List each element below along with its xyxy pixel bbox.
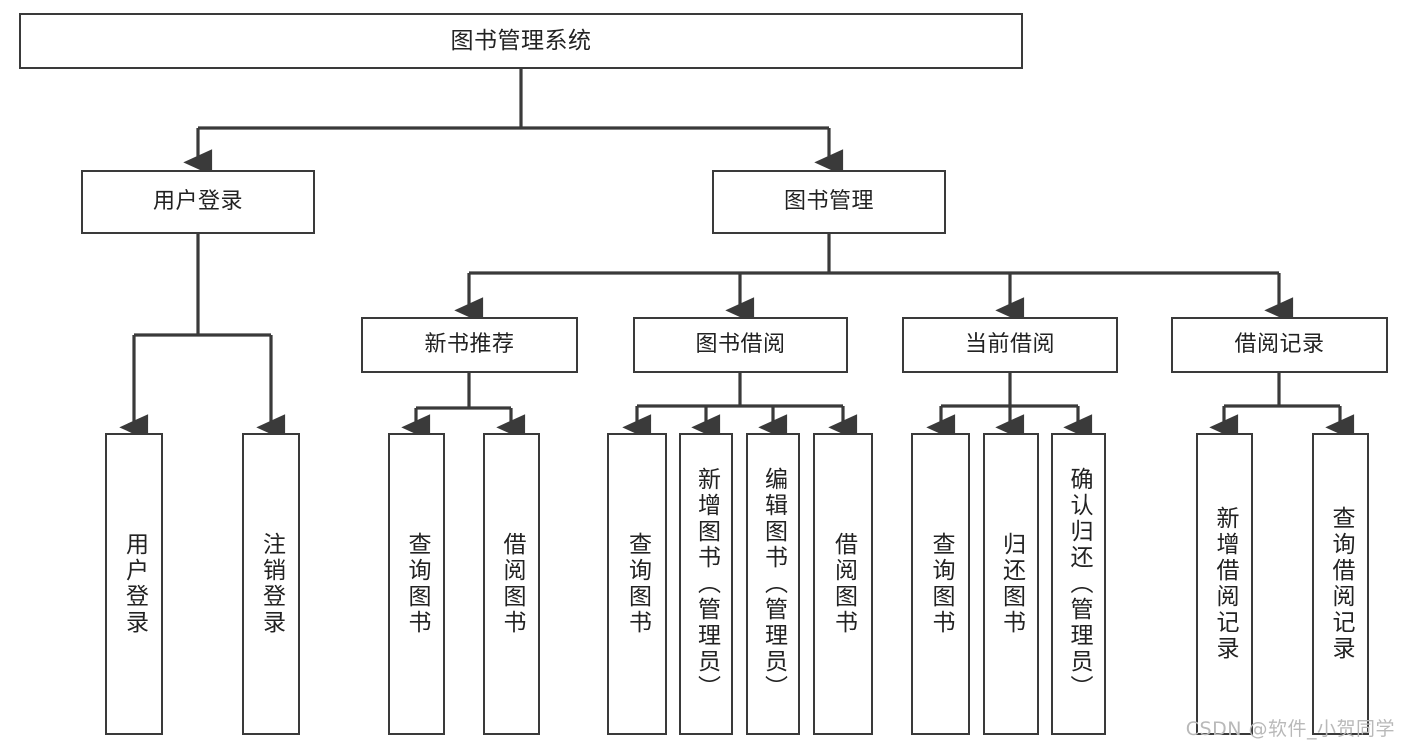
node-leaf-rec-query-label: 查询图书 bbox=[404, 532, 430, 636]
node-leaf-user-logout-label: 注销登录 bbox=[258, 532, 285, 636]
node-user-login-label: 用户登录 bbox=[152, 189, 243, 215]
node-leaf-record-add[interactable]: 新增借阅记录 bbox=[1196, 433, 1253, 735]
node-leaf-cur-return-label: 归还图书 bbox=[998, 532, 1025, 636]
node-leaf-cur-query-label: 查询图书 bbox=[928, 532, 954, 636]
node-leaf-cur-confirm[interactable]: 确认归还（管理员） bbox=[1051, 433, 1106, 735]
node-leaf-cur-confirm-label: 确认归还（管理员） bbox=[1066, 467, 1092, 701]
node-leaf-user-logout[interactable]: 注销登录 bbox=[242, 433, 300, 735]
node-current-borrow[interactable]: 当前借阅 bbox=[902, 317, 1118, 373]
node-leaf-borrow-add[interactable]: 新增图书（管理员） bbox=[679, 433, 733, 735]
node-leaf-borrow-do-label: 借阅图书 bbox=[830, 532, 857, 636]
node-book-borrow-label: 图书借阅 bbox=[695, 332, 786, 358]
node-root-label: 图书管理系统 bbox=[450, 27, 592, 54]
node-leaf-user-login[interactable]: 用户登录 bbox=[105, 433, 163, 735]
node-leaf-cur-return[interactable]: 归还图书 bbox=[983, 433, 1039, 735]
node-book-manage-label: 图书管理 bbox=[783, 189, 874, 215]
node-leaf-record-search-label: 查询借阅记录 bbox=[1328, 506, 1354, 662]
node-leaf-borrow-do[interactable]: 借阅图书 bbox=[813, 433, 873, 735]
csdn-watermark: CSDN @软件_小贺同学 bbox=[1185, 718, 1395, 740]
node-leaf-record-search[interactable]: 查询借阅记录 bbox=[1312, 433, 1369, 735]
node-leaf-borrow-query[interactable]: 查询图书 bbox=[607, 433, 667, 735]
node-leaf-record-add-label: 新增借阅记录 bbox=[1212, 506, 1238, 662]
node-leaf-rec-borrow-label: 借阅图书 bbox=[499, 532, 525, 636]
node-leaf-user-login-label: 用户登录 bbox=[121, 532, 148, 636]
node-leaf-borrow-edit[interactable]: 编辑图书（管理员） bbox=[746, 433, 800, 735]
node-borrow-record-label: 借阅记录 bbox=[1234, 332, 1325, 358]
node-current-borrow-label: 当前借阅 bbox=[964, 332, 1055, 358]
node-root[interactable]: 图书管理系统 bbox=[19, 13, 1023, 69]
node-borrow-record[interactable]: 借阅记录 bbox=[1171, 317, 1388, 373]
node-leaf-borrow-add-label: 新增图书（管理员） bbox=[693, 467, 720, 701]
node-leaf-rec-borrow[interactable]: 借阅图书 bbox=[483, 433, 540, 735]
node-new-book-recommend[interactable]: 新书推荐 bbox=[361, 317, 578, 373]
node-leaf-rec-query[interactable]: 查询图书 bbox=[388, 433, 445, 735]
node-user-login[interactable]: 用户登录 bbox=[81, 170, 315, 234]
node-book-manage[interactable]: 图书管理 bbox=[712, 170, 946, 234]
node-leaf-borrow-edit-label: 编辑图书（管理员） bbox=[760, 467, 787, 701]
node-leaf-cur-query[interactable]: 查询图书 bbox=[911, 433, 970, 735]
node-new-book-recommend-label: 新书推荐 bbox=[424, 332, 515, 358]
node-book-borrow[interactable]: 图书借阅 bbox=[633, 317, 848, 373]
node-leaf-borrow-query-label: 查询图书 bbox=[624, 532, 651, 636]
